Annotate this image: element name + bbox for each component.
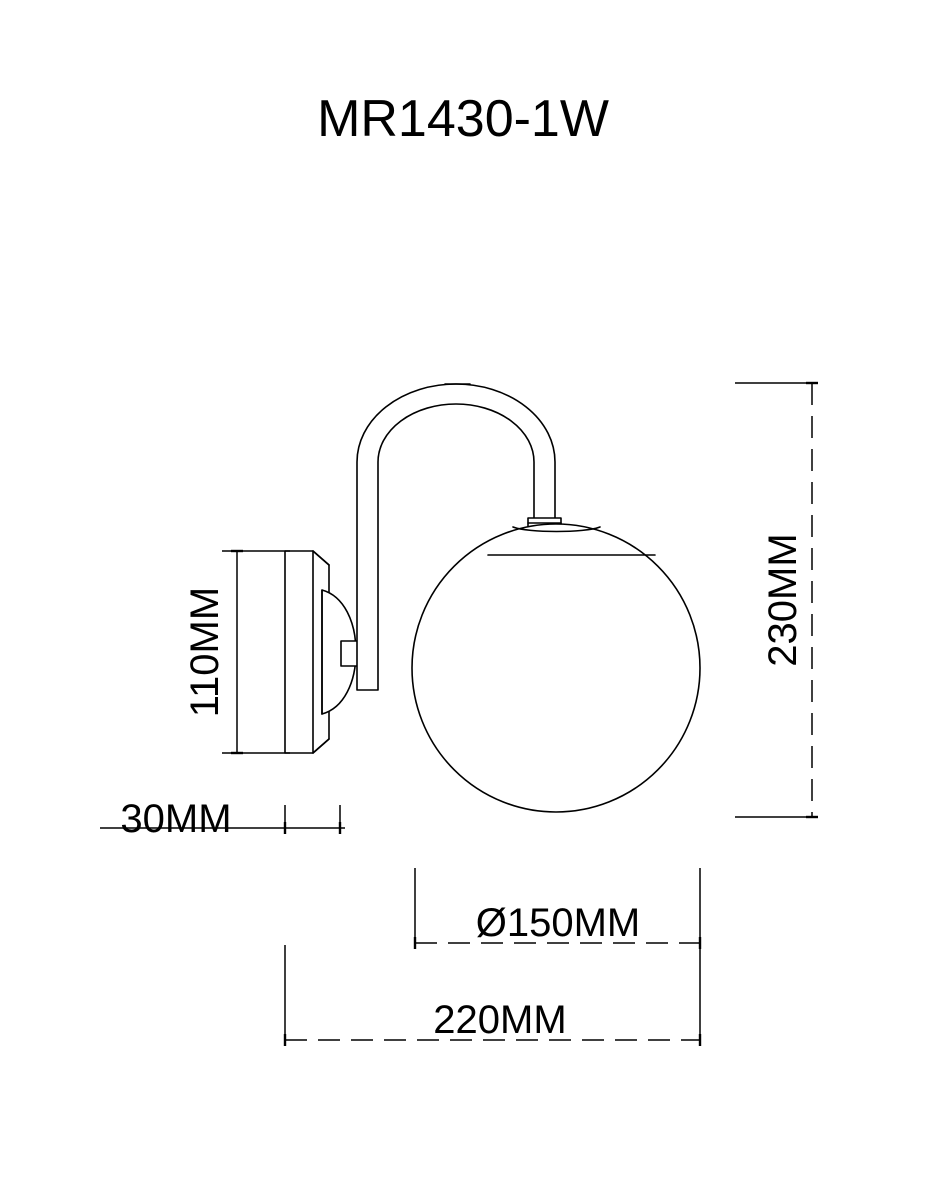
product-geometry (284, 383, 701, 813)
arm-connector-block (340, 640, 359, 667)
wall-plate-bevel-corners (312, 550, 330, 754)
gooseneck-arm (356, 383, 556, 691)
dimension-backplate-height: 110MM (183, 549, 290, 755)
dim230-label: 230MM (761, 533, 805, 666)
dim150-label: Ø150MM (476, 901, 641, 945)
wall-plate-front-face (284, 550, 314, 754)
arm-tube-outline (356, 383, 556, 691)
dimension-projection-overall: 220MM (283, 945, 702, 1046)
dim30-label: 30MM (120, 797, 231, 841)
glass-globe (411, 523, 701, 813)
globe-outline (411, 523, 701, 813)
wall-mount-plate (284, 550, 330, 754)
globe-neck-shoulder (512, 526, 601, 533)
drawing-title: MR1430-1W (317, 90, 609, 148)
dimension-backplate-depth: 30MM (100, 797, 345, 841)
dim220-label: 220MM (433, 998, 566, 1042)
dim110-label: 110MM (183, 587, 227, 717)
dimension-height-overall: 230MM (735, 381, 818, 819)
dimension-globe-diameter: Ø150MM (413, 868, 702, 949)
